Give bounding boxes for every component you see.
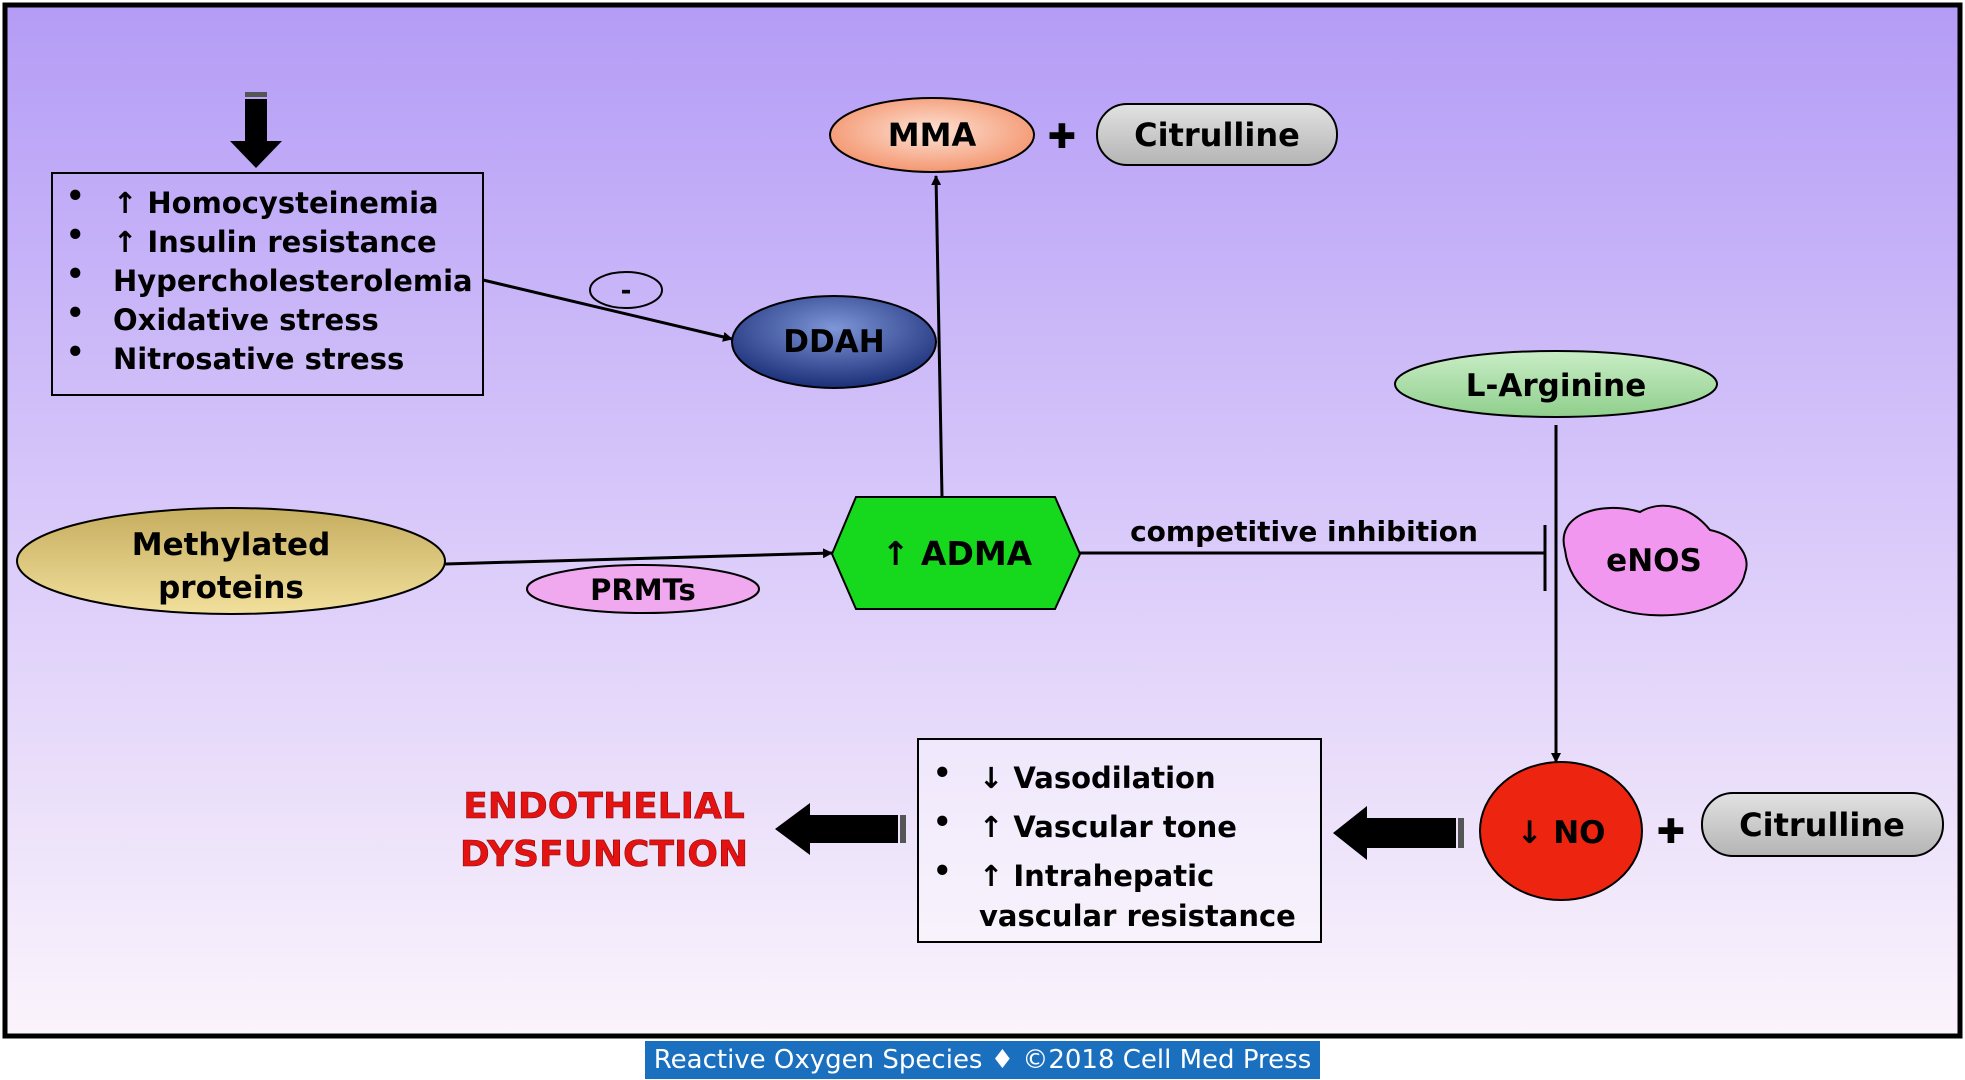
svg-text:proteins: proteins: [158, 570, 304, 606]
effect-item-continued: vascular resistance: [979, 899, 1296, 933]
citrulline-bottom-node: Citrulline: [1701, 792, 1944, 857]
plus-icon: ✚: [1048, 117, 1077, 157]
adma-pathway-diagram: • ↑ Homocysteinemia • ↑ Insulin resistan…: [2, 2, 1963, 1039]
edge-risk-to-ddah: [482, 278, 733, 342]
svg-text:↓ NO: ↓ NO: [1516, 815, 1605, 851]
endothelial-dysfunction-label: ENDOTHELIAL DYSFUNCTION: [460, 786, 749, 876]
effect-item: ↑ Intrahepatic: [979, 859, 1214, 893]
left-arrow-icon: [1333, 806, 1464, 860]
effect-item: ↓ Vasodilation: [979, 761, 1216, 795]
risk-factor-item: Oxidative stress: [113, 303, 379, 337]
risk-factors-box: • ↑ Homocysteinemia • ↑ Insulin resistan…: [51, 172, 484, 396]
effect-item: ↑ Vascular tone: [979, 810, 1237, 844]
svg-text:Citrulline: Citrulline: [1134, 116, 1300, 154]
edge-adma-to-mma: [931, 175, 944, 498]
svg-text:eNOS: eNOS: [1606, 543, 1702, 579]
svg-text:↑ ADMA: ↑ ADMA: [882, 534, 1033, 573]
input-down-arrow-icon: [230, 92, 282, 168]
citrulline-top-node: Citrulline: [1096, 103, 1338, 166]
inhibition-sign: -: [589, 271, 663, 309]
bullet-icon: •: [66, 296, 85, 330]
prmts-node: PRMTs: [526, 564, 760, 614]
edge-methylated-to-adma: [444, 548, 833, 566]
l-arginine-node: L-Arginine: [1394, 350, 1718, 418]
ddah-node: DDAH: [731, 295, 937, 389]
bullet-icon: •: [66, 218, 85, 252]
svg-text:MMA: MMA: [888, 116, 977, 154]
risk-factor-item: ↑ Insulin resistance: [113, 225, 437, 259]
competitive-inhibition-label: competitive inhibition: [1130, 515, 1478, 548]
svg-text:L-Arginine: L-Arginine: [1466, 368, 1647, 404]
svg-text:-: -: [621, 276, 632, 306]
svg-text:DYSFUNCTION: DYSFUNCTION: [460, 834, 748, 875]
bullet-icon: •: [933, 805, 952, 839]
plus-icon: ✚: [1657, 812, 1686, 852]
svg-text:DDAH: DDAH: [783, 324, 884, 360]
footer-caption: Reactive Oxygen Species ♦ ©2018 Cell Med…: [645, 1041, 1320, 1079]
enos-node: eNOS: [1562, 504, 1748, 617]
mma-node: MMA: [829, 97, 1035, 173]
bullet-icon: •: [66, 257, 85, 291]
effects-box: • ↓ Vasodilation • ↑ Vascular tone • ↑ I…: [917, 738, 1322, 943]
bullet-icon: •: [933, 854, 952, 888]
methylated-proteins-node: Methylated proteins: [16, 507, 446, 615]
risk-factor-item: Hypercholesterolemia: [113, 264, 473, 298]
no-node: ↓ NO: [1479, 761, 1643, 901]
adma-node: ↑ ADMA: [830, 496, 1082, 610]
left-arrow-icon: [775, 803, 906, 855]
svg-text:Citrulline: Citrulline: [1739, 806, 1905, 844]
bullet-icon: •: [933, 756, 952, 790]
risk-factor-item: ↑ Homocysteinemia: [113, 186, 439, 220]
risk-factor-item: Nitrosative stress: [113, 342, 404, 376]
bullet-icon: •: [66, 179, 85, 213]
bullet-icon: •: [66, 335, 85, 369]
svg-text:Methylated: Methylated: [132, 527, 331, 563]
svg-text:PRMTs: PRMTs: [590, 573, 696, 607]
svg-text:ENDOTHELIAL: ENDOTHELIAL: [463, 786, 745, 827]
